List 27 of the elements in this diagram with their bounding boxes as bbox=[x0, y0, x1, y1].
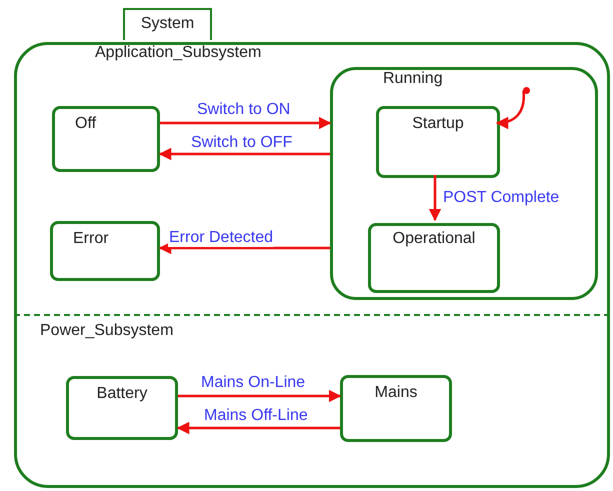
state-box bbox=[368, 223, 500, 293]
edge-label: POST Complete bbox=[442, 189, 560, 207]
transition-arrow bbox=[160, 116, 332, 130]
state-name: Operational bbox=[392, 230, 476, 248]
transition-arrow bbox=[178, 390, 342, 402]
composite-state bbox=[14, 8, 610, 488]
state-name: Application_Subsystem bbox=[95, 44, 262, 62]
state-name: Battery bbox=[96, 385, 148, 403]
state-box bbox=[66, 376, 178, 440]
state-box bbox=[376, 106, 500, 178]
state-box bbox=[340, 375, 452, 442]
state-name: Power_Subsystem bbox=[40, 322, 174, 340]
state-name-tab: System bbox=[123, 8, 212, 40]
transition-arrow bbox=[496, 90, 525, 129]
transition-arrow bbox=[158, 242, 330, 254]
state-name: Off bbox=[75, 115, 96, 133]
state-name: Running bbox=[383, 70, 443, 88]
edge-label: Error Detected bbox=[168, 229, 274, 247]
state-name: Startup bbox=[411, 115, 465, 133]
transition-arrow bbox=[428, 175, 442, 222]
state-box bbox=[52, 106, 160, 172]
state-box bbox=[50, 221, 160, 281]
composite-state bbox=[330, 67, 598, 300]
transition-arrow bbox=[176, 422, 340, 434]
state-name: Mains bbox=[374, 384, 418, 402]
transition-arrow bbox=[158, 148, 330, 160]
state-name: Error bbox=[73, 230, 109, 248]
